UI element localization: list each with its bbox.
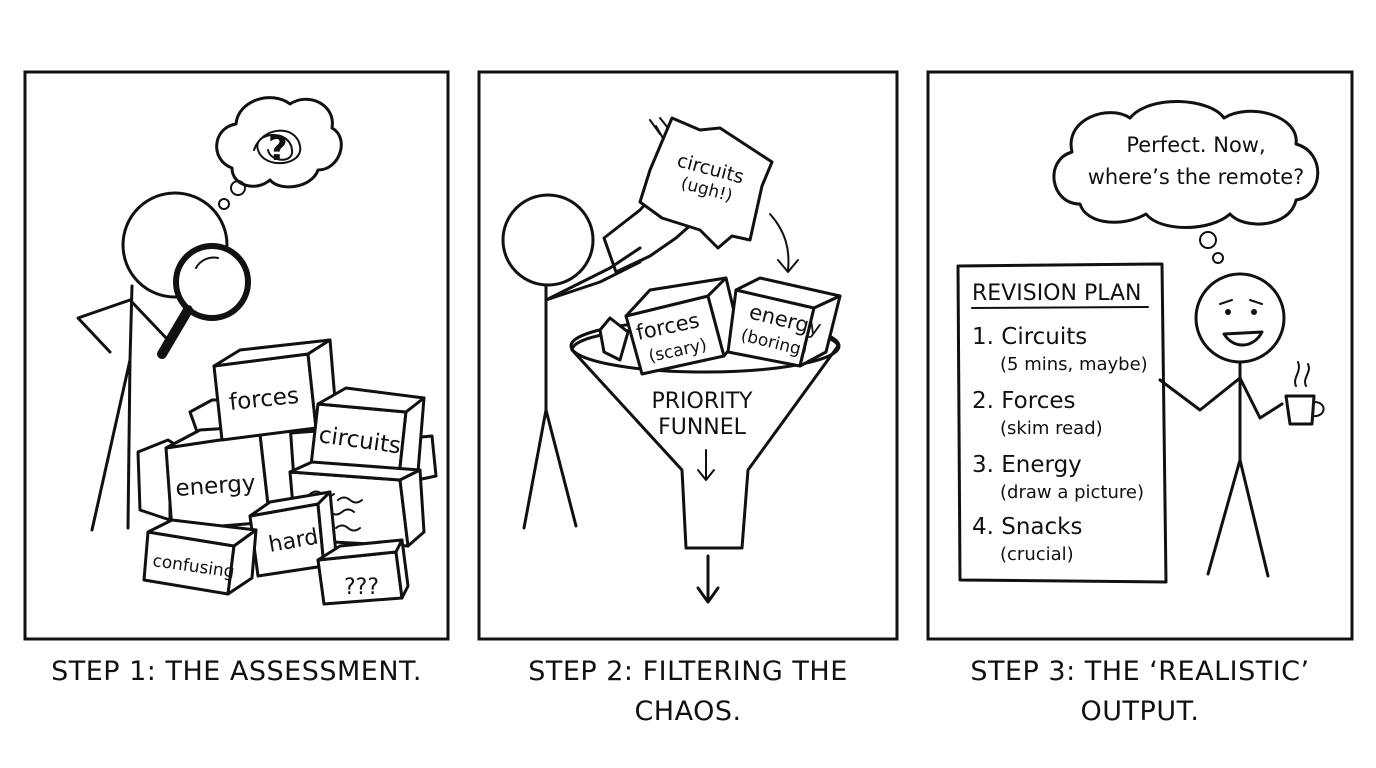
box-unknown-label: ??? <box>344 575 379 600</box>
panel-3-caption: STEP 3: THE ‘REALISTIC’ OUTPUT. <box>970 656 1310 727</box>
coffee-mug-icon <box>1284 361 1325 426</box>
output-arrow-icon <box>696 554 720 604</box>
plan-item-2: 2. Forces <box>972 388 1075 414</box>
thought-line-2: where’s the remote? <box>1088 165 1305 189</box>
plan-item-1: 1. Circuits <box>972 324 1087 350</box>
stick-figure-satisfied <box>1158 272 1325 578</box>
plan-title: REVISION PLAN <box>972 281 1141 306</box>
plan-item-4: 4. Snacks <box>972 514 1082 540</box>
scribble-icon <box>253 129 302 164</box>
box-energy-label: energy <box>175 470 257 502</box>
plan-item-3: 3. Energy <box>972 452 1082 478</box>
plan-note-3: (draw a picture) <box>1000 482 1144 503</box>
question-mark: ? <box>268 129 288 169</box>
down-arrow-icon <box>697 449 715 481</box>
panel-1: ? energy f <box>23 70 450 641</box>
panel-2: circuits (ugh!) forces (scary) energy (b… <box>477 70 899 641</box>
stick-figure-inspecting <box>76 191 251 532</box>
panel-2-caption: STEP 2: FILTERING THE CHAOS. <box>528 656 848 727</box>
funnel-label-line-2: FUNNEL <box>658 415 747 440</box>
thought-line-1: Perfect. Now, <box>1126 133 1265 157</box>
magnifying-glass-icon <box>157 243 251 359</box>
plan-note-2: (skim read) <box>1000 418 1103 439</box>
plan-note-4: (crucial) <box>1000 544 1074 565</box>
curved-arrow-icon <box>769 213 799 273</box>
plan-note-1: (5 mins, maybe) <box>1000 354 1148 375</box>
revision-plan-sheet: REVISION PLAN 1. Circuits (5 mins, maybe… <box>956 262 1168 584</box>
confused-thought-bubble: ? <box>215 96 343 210</box>
remote-thought-bubble: Perfect. Now, where’s the remote? <box>1052 100 1320 264</box>
panel-1-caption: STEP 1: THE ASSESSMENT. <box>51 656 422 687</box>
priority-funnel: forces (scary) energy (boring) PRIORITY … <box>569 276 842 604</box>
panel-3: Perfect. Now, where’s the remote? REVISI… <box>926 70 1354 641</box>
funnel-label-line-1: PRIORITY <box>651 389 753 414</box>
topic-boxes-pile: energy forces circuits hard c <box>136 338 438 606</box>
crumpled-paper-circuits: circuits (ugh!) <box>638 116 799 273</box>
